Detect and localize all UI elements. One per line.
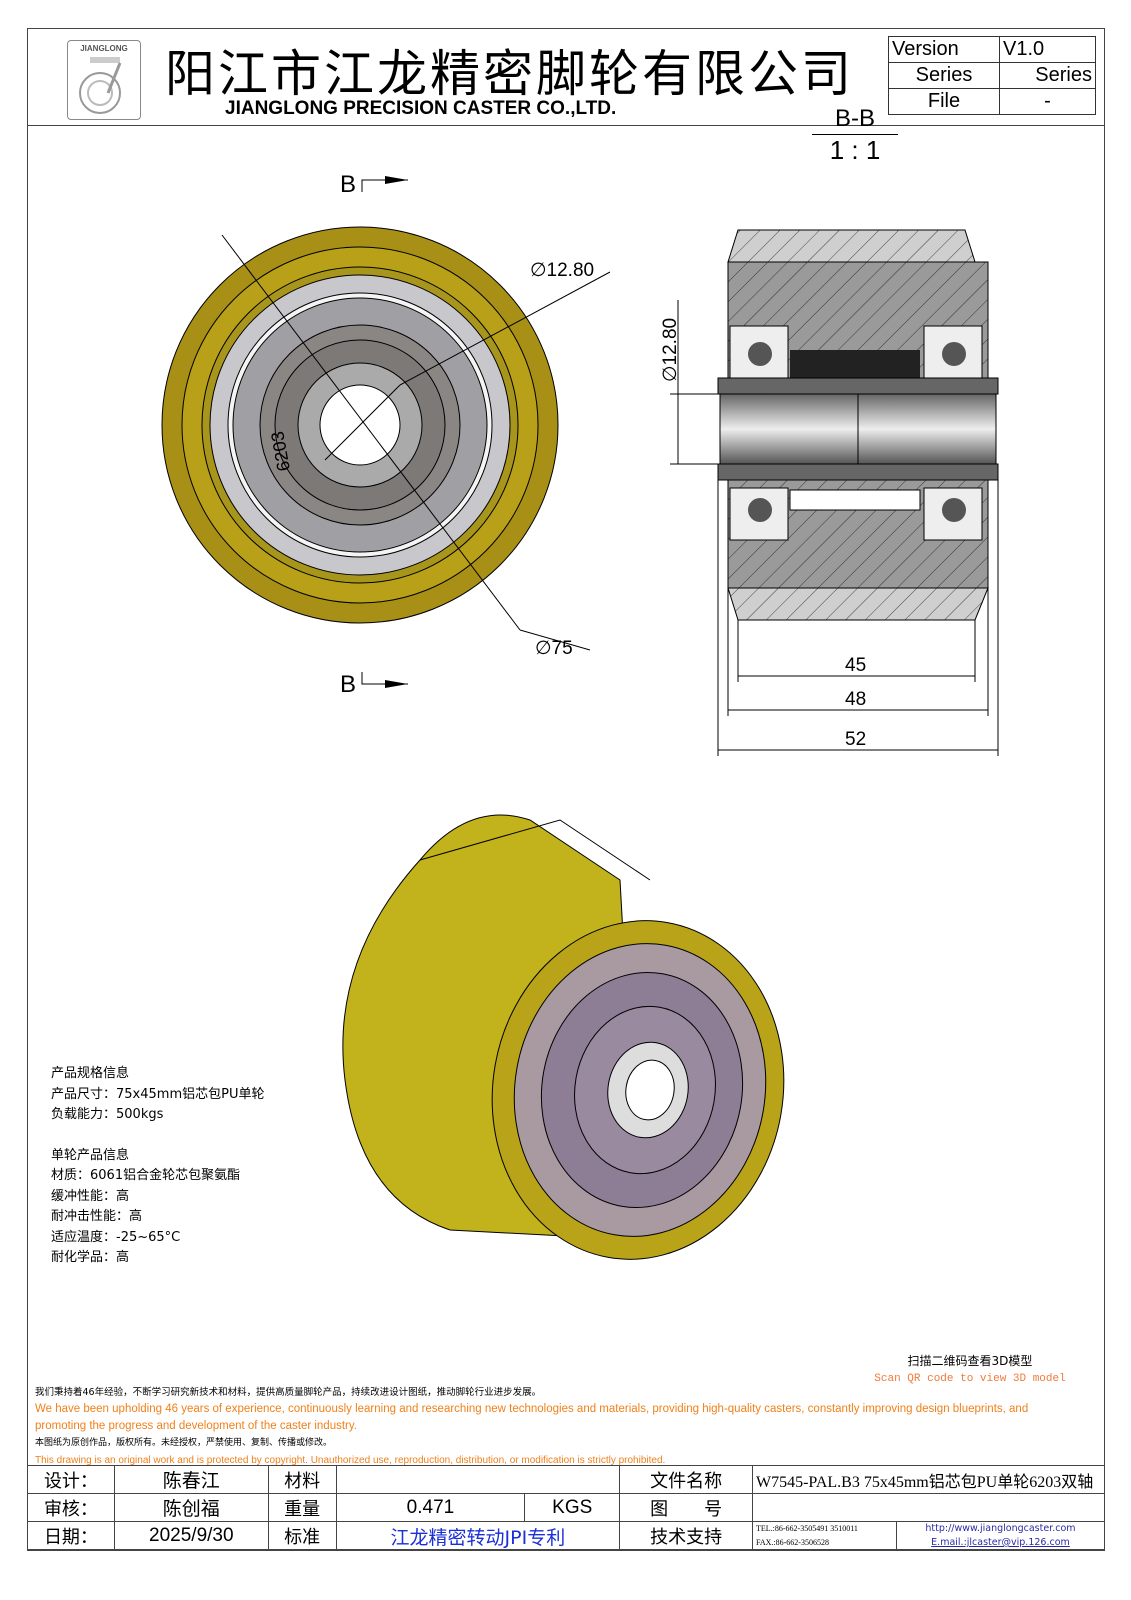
spec-spacer <box>51 1126 264 1146</box>
outer-diameter-dim: ∅75 <box>535 638 573 659</box>
company-logo: JIANGLONG <box>67 40 141 120</box>
series-value: Series <box>999 62 1096 89</box>
width-45-dim: 45 <box>845 655 866 676</box>
width-48-dim: 48 <box>845 689 866 710</box>
header-divider <box>27 125 1105 126</box>
filename-label: 文件名称 <box>619 1465 753 1494</box>
section-bore-dim: ∅12.80 <box>660 318 681 382</box>
reviewer-label: 审核： <box>27 1493 115 1522</box>
weight-value: 0.471 <box>335 1493 526 1522</box>
company-name-cn: 阳江市江龙精密脚轮有限公司 <box>165 45 854 103</box>
spec-item: 材质：6061铝合金轮芯包聚氨酯 <box>51 1168 241 1183</box>
mission-cn: 我们秉持着46年经验，不断学习研究新技术和材料，提供高质量脚轮产品，持续改进设计… <box>35 1387 542 1398</box>
support-label: 技术支持 <box>619 1521 753 1551</box>
copyright-en: This drawing is an original work and is … <box>35 1455 666 1466</box>
qr-note-en: Scan QR code to view 3D model <box>874 1373 1066 1385</box>
front-view: 6203 ∅12.80 ∅75 B B <box>161 171 611 698</box>
website-link[interactable]: http://www.jianglongcaster.com <box>925 1523 1076 1534</box>
drawing-number-value <box>751 1493 1106 1522</box>
spec-item: 产品尺寸：75x45mm铝芯包PU单轮 <box>51 1086 265 1102</box>
title-block: 设计： 陈春江 材料 文件名称 W7545-PAL.B3 75x45mm铝芯包P… <box>27 1465 1106 1551</box>
tel-text: TEL.:86-662-3505491 3510011 <box>755 1524 858 1533</box>
copyright-cn: 本图纸为原创作品，版权所有。未经授权，严禁使用、复制、传播或修改。 <box>35 1438 333 1448</box>
drawing-number-label: 图 号 <box>619 1493 753 1522</box>
weight-unit: KGS <box>524 1493 621 1522</box>
spec-heading: 产品规格信息 <box>51 1066 130 1081</box>
cut-label-top: B <box>340 171 356 198</box>
spec-item: 耐化学品：高 <box>51 1250 130 1265</box>
designer-label: 设计： <box>27 1465 115 1494</box>
product-spec-list: 产品规格信息 产品尺寸：75x45mm铝芯包PU单轮 负载能力：500kgs 单… <box>51 1064 264 1269</box>
series-label: Series <box>887 62 1001 89</box>
section-label: B-B <box>812 104 898 135</box>
bore-diameter-dim: ∅12.80 <box>530 260 594 281</box>
caster-logo-icon <box>79 57 122 114</box>
filename-value: W7545-PAL.B3 75x45mm铝芯包PU单轮6203双轴 <box>751 1465 1106 1494</box>
qr-note: 扫描二维码查看3D模型 Scan QR code to view 3D mode… <box>870 1352 1070 1385</box>
file-value: - <box>999 88 1096 115</box>
date-label: 日期： <box>27 1521 115 1551</box>
qr-note-cn: 扫描二维码查看3D模型 <box>907 1354 1033 1368</box>
spec-heading: 单轮产品信息 <box>51 1147 130 1163</box>
isometric-view <box>342 814 785 1260</box>
cut-label-bottom: B <box>340 671 356 698</box>
spec-item: 负载能力：500kgs <box>51 1107 164 1122</box>
standard-label: 标准 <box>267 1521 337 1551</box>
fax-text: FAX.:86-662-3506528 <box>755 1538 829 1547</box>
scale-value: 1 : 1 <box>829 135 881 165</box>
spec-item: 耐冲击性能：高 <box>51 1209 143 1224</box>
version-value: V1.0 <box>999 36 1096 63</box>
weight-label: 重量 <box>267 1493 337 1522</box>
file-label: File <box>887 88 1001 115</box>
company-notes: 我们秉持着46年经验，不断学习研究新技术和材料，提供高质量脚轮产品，持续改进设计… <box>35 1384 1055 1469</box>
spec-item: 缓冲性能：高 <box>51 1188 130 1204</box>
section-scale: B-B 1 : 1 <box>812 104 898 166</box>
email-link[interactable]: E.mail.:jlcaster@vip.126.com <box>931 1537 1070 1548</box>
mission-en: We have been upholding 46 years of exper… <box>35 1403 1029 1432</box>
material-label: 材料 <box>267 1465 337 1494</box>
standard-value: 江龙精密转动JPI专利 <box>335 1521 621 1551</box>
designer-value: 陈春江 <box>113 1465 269 1494</box>
width-52-dim: 52 <box>845 729 866 750</box>
company-name-en: JIANGLONG PRECISION CASTER CO.,LTD. <box>225 98 617 119</box>
date-value: 2025/9/30 <box>113 1521 269 1551</box>
logo-text: JIANGLONG <box>80 44 128 53</box>
spec-item: 适应温度：-25~65°C <box>51 1229 181 1245</box>
material-value <box>335 1465 621 1494</box>
section-view: ∅12.80 45 48 52 <box>660 229 999 756</box>
reviewer-value: 陈创福 <box>113 1493 269 1522</box>
